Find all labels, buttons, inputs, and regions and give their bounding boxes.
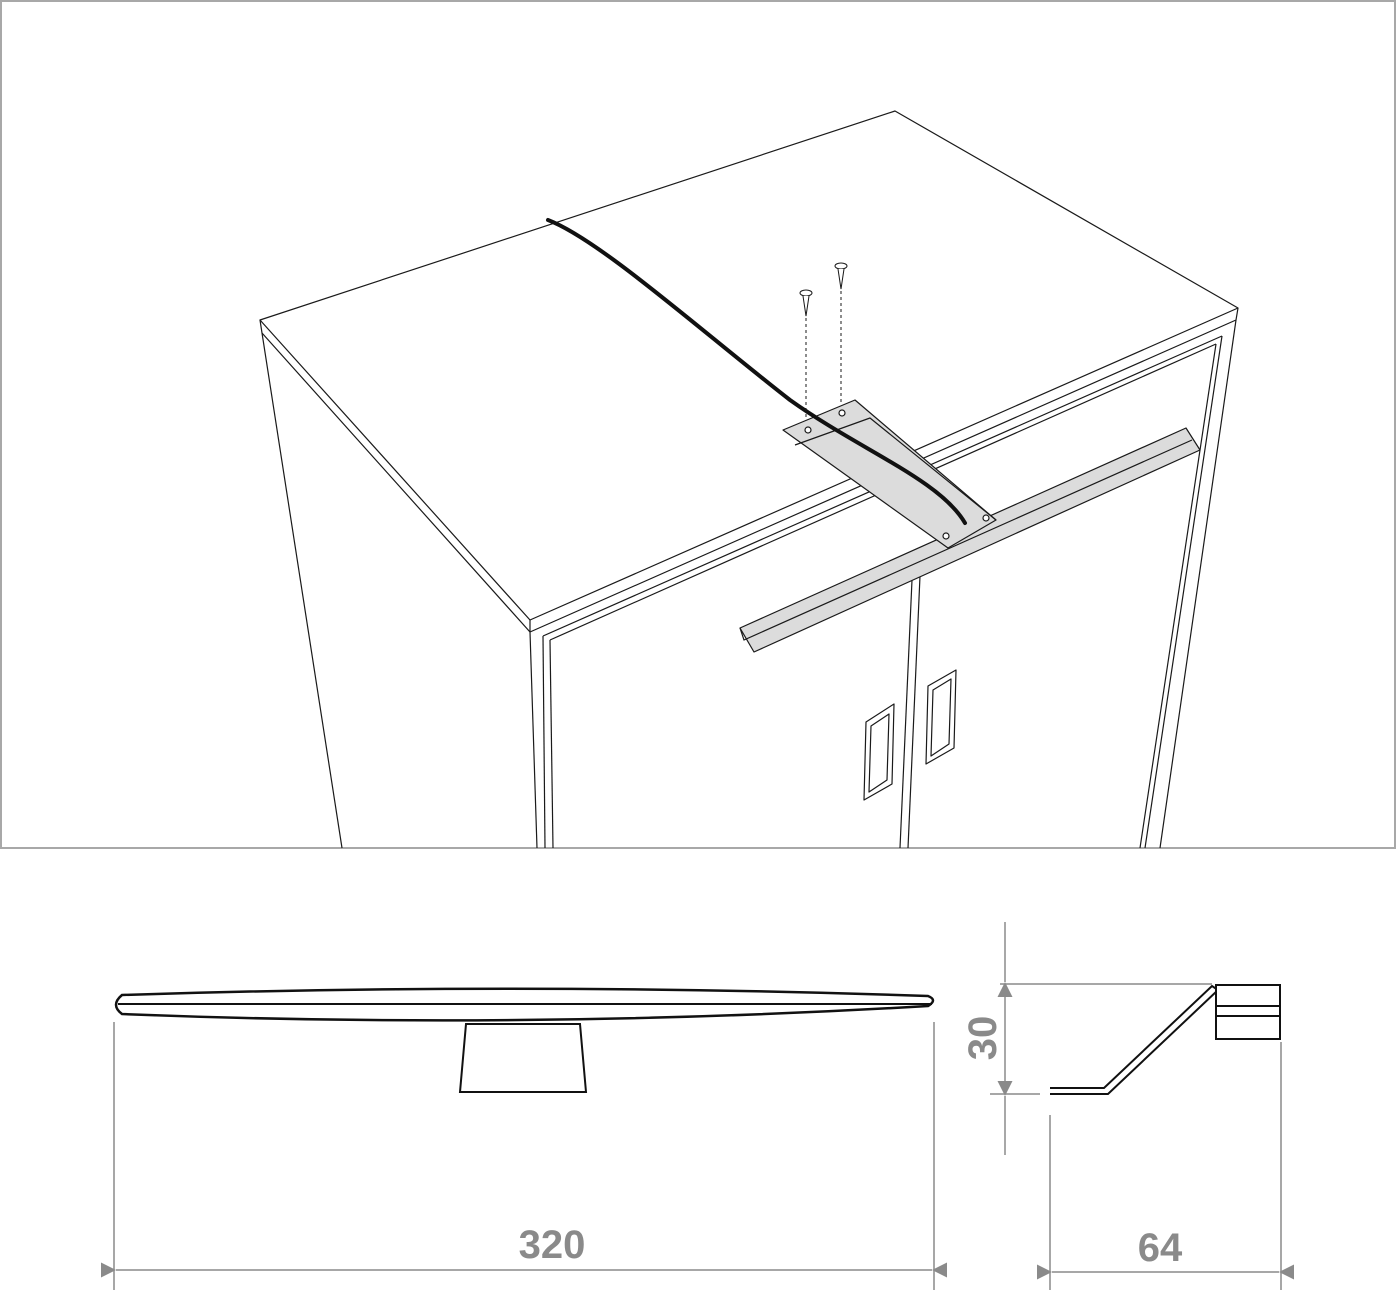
door-gap-right bbox=[907, 575, 921, 849]
door-left-outer-edge bbox=[542, 635, 546, 849]
door-right-inner-edge bbox=[1139, 343, 1217, 849]
door-handle-right bbox=[925, 669, 957, 765]
lamp bbox=[739, 399, 1201, 653]
mount-hole-1 bbox=[804, 426, 812, 434]
door-handle-left bbox=[863, 703, 895, 801]
lamp-bar bbox=[739, 427, 1201, 653]
screw-1 bbox=[799, 289, 813, 420]
front-view: 320 bbox=[101, 987, 947, 1290]
side-view: 30 64 bbox=[961, 922, 1294, 1290]
cabinet-left-front-edge bbox=[529, 631, 538, 849]
cabinet-right-edge bbox=[1159, 319, 1237, 849]
door-left-inner-edge bbox=[549, 639, 554, 849]
lamp-bar-edge bbox=[739, 439, 1193, 641]
width-label: 320 bbox=[519, 1223, 586, 1267]
mount-hole-3 bbox=[942, 532, 950, 540]
lamp-mounting-plate-edge bbox=[794, 417, 997, 521]
door-right-edge bbox=[1144, 335, 1223, 849]
mount-hole-2 bbox=[838, 409, 846, 417]
screw-2 bbox=[834, 262, 848, 403]
screws bbox=[799, 262, 848, 420]
door-gap-left bbox=[899, 579, 913, 849]
isometric-view bbox=[0, 0, 1396, 849]
side-view-head bbox=[1215, 984, 1281, 1040]
side-view-arm bbox=[1050, 984, 1220, 1095]
depth-label: 64 bbox=[1138, 1226, 1183, 1270]
front-view-mount bbox=[458, 1023, 588, 1093]
mount-hole-4 bbox=[982, 514, 990, 522]
power-cable bbox=[546, 218, 967, 525]
height-label: 30 bbox=[961, 1016, 1005, 1061]
cabinet-left-back-edge bbox=[261, 332, 343, 849]
